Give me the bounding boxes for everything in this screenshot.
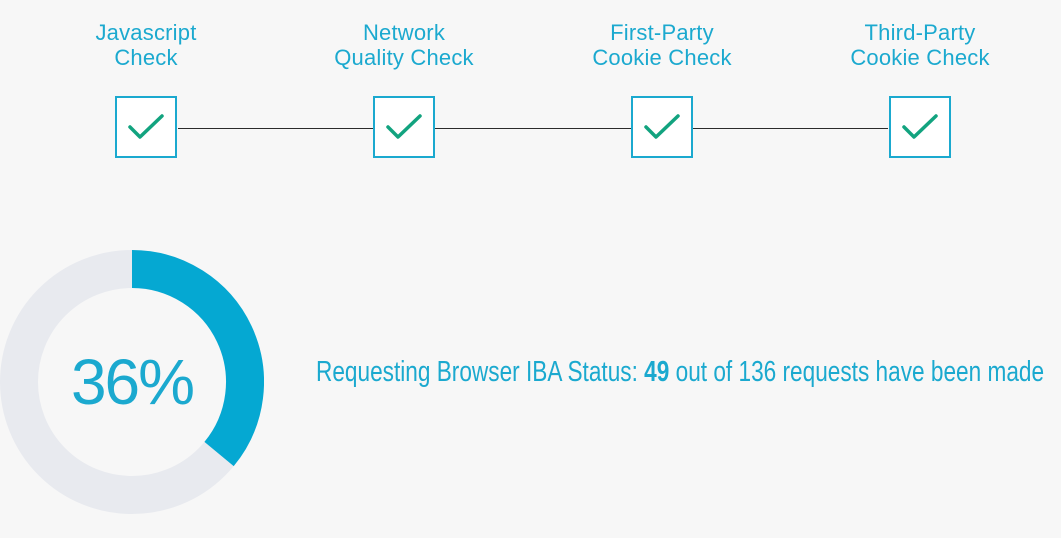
step-label: Network Quality Check: [334, 20, 474, 70]
progress-percent-label: 36%: [70, 346, 195, 418]
step-status-box: [115, 96, 177, 158]
step-javascript-check: Javascript Check: [36, 20, 256, 158]
status-completed-count: 49: [644, 356, 670, 388]
step-status-box: [373, 96, 435, 158]
check-icon: [644, 114, 680, 139]
step-status-box: [631, 96, 693, 158]
progress-ring-graphic: [0, 250, 264, 514]
status-prefix: Requesting Browser IBA Status:: [316, 356, 645, 388]
steps-connector-line: [178, 128, 888, 129]
step-third-party-cookie-check: Third-Party Cookie Check: [810, 20, 1030, 158]
progress-ring-fill: [131, 250, 264, 467]
step-status-box: [889, 96, 951, 158]
step-label: Third-Party Cookie Check: [850, 20, 990, 70]
progress-status-text: Requesting Browser IBA Status: 49 out of…: [316, 352, 1044, 392]
step-first-party-cookie-check: First-Party Cookie Check: [552, 20, 772, 158]
check-icon: [386, 114, 422, 139]
status-suffix: out of 136 requests have been made: [669, 356, 1045, 388]
check-steps: Javascript Check Network Quality Check F…: [0, 0, 1061, 180]
progress-ring: 36%: [0, 250, 264, 514]
step-network-quality-check: Network Quality Check: [294, 20, 514, 158]
step-label: Javascript Check: [95, 20, 197, 70]
check-icon: [128, 114, 164, 139]
check-icon: [902, 114, 938, 139]
step-label: First-Party Cookie Check: [592, 20, 732, 70]
